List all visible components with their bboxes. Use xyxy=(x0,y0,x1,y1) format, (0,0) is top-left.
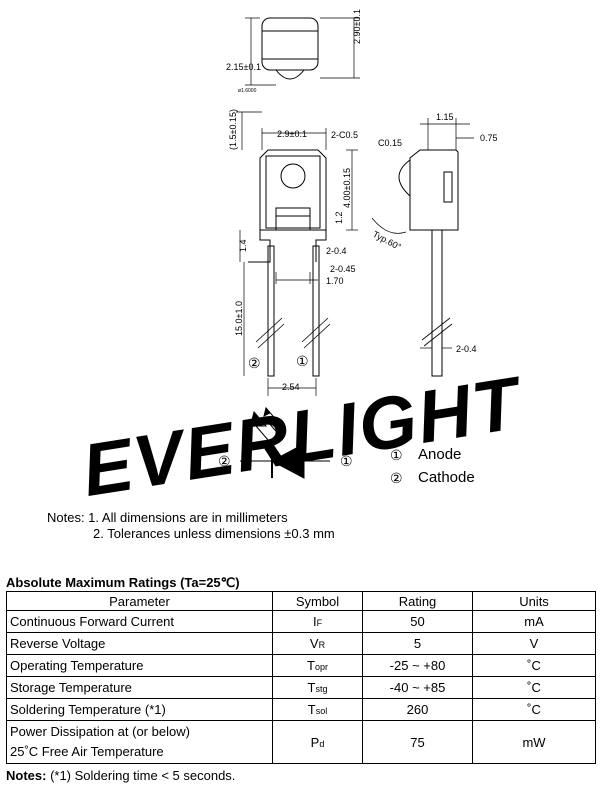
cell-unit: ˚C xyxy=(472,676,596,699)
diode-symbol xyxy=(240,406,330,479)
schematic-pin-left: ② xyxy=(218,453,231,469)
power-parameter-line-2: 25˚C Free Air Temperature xyxy=(10,744,164,759)
dimension-notes: Notes: 1. All dimensions are in millimet… xyxy=(47,510,335,542)
table-row: Reverse Voltage VR 5 V xyxy=(6,632,596,655)
legend-label-anode: Anode xyxy=(418,446,461,463)
cell-rating: -25 ~ +80 xyxy=(362,654,473,677)
ratings-footnote: Notes: (*1) Soldering time < 5 seconds. xyxy=(6,768,235,783)
table-row: Power Dissipation at (or below) 25˚C Fre… xyxy=(6,720,596,764)
cell-parameter: Power Dissipation at (or below) 25˚C Fre… xyxy=(6,720,273,764)
ratings-header-row: Parameter Symbol Rating Units xyxy=(6,591,596,611)
cell-symbol: VR xyxy=(272,632,363,655)
cell-unit: V xyxy=(472,632,596,655)
dim-lens: ø1.6000 xyxy=(238,88,257,94)
cell-parameter: Storage Temperature xyxy=(6,676,273,699)
cell-rating: -40 ~ +85 xyxy=(362,676,473,699)
side-view-outline xyxy=(371,118,474,377)
dim-front-chamfer: 2-C0.5 xyxy=(331,130,358,140)
legend-num-cathode: ② xyxy=(390,470,403,486)
cell-unit: mW xyxy=(472,720,596,764)
dim-front-top: (1.5±0.15) xyxy=(228,109,238,150)
dim-front-lead-length: 15.0±1.0 xyxy=(234,301,244,336)
header-parameter: Parameter xyxy=(6,591,273,611)
cell-rating: 75 xyxy=(362,720,473,764)
dim-side-offset: 0.75 xyxy=(480,133,498,143)
footnote-text: (*1) Soldering time < 5 seconds. xyxy=(46,768,236,783)
cell-symbol: Tsol xyxy=(272,698,363,721)
schematic-pin-right: ① xyxy=(340,453,353,469)
cell-unit: mA xyxy=(472,610,596,633)
dim-side-top: 1.15 xyxy=(436,112,454,122)
cell-rating: 260 xyxy=(362,698,473,721)
cell-symbol: IF xyxy=(272,610,363,633)
table-row: Soldering Temperature (*1) Tsol 260 ˚C xyxy=(6,698,596,721)
cell-unit: ˚C xyxy=(472,654,596,677)
dim-side-chamfer: C0.15 xyxy=(378,138,402,148)
pin-cathode-label: ② xyxy=(248,355,261,371)
cell-rating: 5 xyxy=(362,632,473,655)
header-rating: Rating xyxy=(362,591,473,611)
legend-num-anode: ① xyxy=(390,447,403,463)
dim-top-height: 2.90±0.1 xyxy=(352,9,362,44)
power-parameter-line-1: Power Dissipation at (or below) xyxy=(10,724,190,739)
cell-parameter: Operating Temperature xyxy=(6,654,273,677)
ratings-table: Parameter Symbol Rating Units Continuous… xyxy=(6,591,596,764)
cell-unit: ˚C xyxy=(472,698,596,721)
front-view-outline xyxy=(236,111,358,396)
table-row: Storage Temperature Tstg -40 ~ +85 ˚C xyxy=(6,676,596,699)
table-row: Operating Temperature Topr -25 ~ +80 ˚C xyxy=(6,654,596,677)
package-drawing: EVERLIGHT xyxy=(77,9,530,505)
cell-symbol: Tstg xyxy=(272,676,363,699)
dim-side-angle: Typ.60° xyxy=(371,229,403,252)
cell-rating: 50 xyxy=(362,610,473,633)
dim-front-lead-b: 2-0.45 xyxy=(330,264,356,274)
dim-front-window: 1.2 xyxy=(334,211,344,224)
dim-front-lead-a: 2-0.4 xyxy=(326,246,347,256)
table-row: Continuous Forward Current IF 50 mA xyxy=(6,610,596,633)
footnote-label: Notes: xyxy=(6,768,47,783)
dim-front-step: 1.4 xyxy=(238,239,248,252)
dim-front-body-height: 4.00±0.15 xyxy=(342,168,352,208)
dim-front-lead-gap: 1.70 xyxy=(326,276,344,286)
header-units: Units xyxy=(472,591,596,611)
dim-front-pitch: 2.54 xyxy=(282,382,300,392)
cell-parameter: Continuous Forward Current xyxy=(6,610,273,633)
top-view-outline xyxy=(245,17,360,86)
dim-front-width: 2.9±0.1 xyxy=(277,129,307,139)
dim-side-lead: 2-0.4 xyxy=(456,344,477,354)
cell-parameter: Soldering Temperature (*1) xyxy=(6,698,273,721)
legend-label-cathode: Cathode xyxy=(418,469,475,486)
ratings-title: Absolute Maximum Ratings (Ta=25℃) xyxy=(6,575,240,590)
cell-symbol: Topr xyxy=(272,654,363,677)
note-line-1: Notes: 1. All dimensions are in millimet… xyxy=(47,510,288,525)
dim-top-width: 2.15±0.1 xyxy=(226,62,261,72)
header-symbol: Symbol xyxy=(272,591,363,611)
pin-anode-label: ① xyxy=(296,353,309,369)
cell-parameter: Reverse Voltage xyxy=(6,632,273,655)
cell-symbol: Pd xyxy=(272,720,363,764)
note-line-2: 2. Tolerances unless dimensions ±0.3 mm xyxy=(93,526,335,541)
